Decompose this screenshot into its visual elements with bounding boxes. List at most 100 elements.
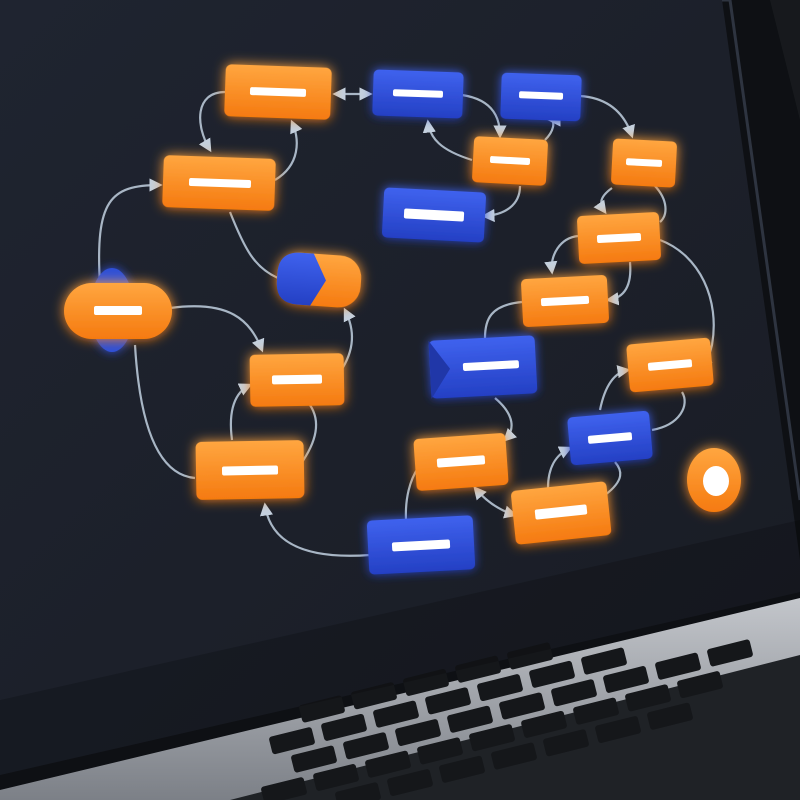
keyboard-keys — [261, 639, 753, 800]
connector — [651, 391, 686, 432]
node-label-bar — [540, 295, 590, 307]
keyboard-key — [677, 671, 723, 699]
keyboard-key — [477, 674, 523, 702]
flow-node — [511, 481, 612, 545]
flow-node — [162, 155, 276, 211]
connector — [228, 211, 279, 280]
connector — [546, 446, 573, 489]
node-label-bar — [403, 208, 465, 222]
node-label-bar — [647, 359, 693, 371]
keyboard-key — [351, 682, 397, 710]
flow-node — [249, 353, 345, 407]
flow-node — [372, 69, 464, 119]
keyboard-key — [521, 710, 567, 738]
flow-node — [224, 64, 332, 120]
connector — [461, 93, 507, 139]
connector — [98, 178, 163, 286]
connector — [494, 397, 518, 442]
keyboard-key — [573, 697, 619, 725]
connector — [198, 90, 226, 153]
keyboard-key — [299, 695, 345, 723]
flow-node — [413, 433, 509, 491]
flow-node — [64, 268, 172, 352]
node-label-bar — [188, 178, 252, 189]
flow-node — [567, 410, 653, 466]
keyboard-key — [291, 745, 337, 773]
connector — [133, 344, 196, 480]
connector — [422, 119, 473, 162]
keyboard-key — [373, 700, 419, 728]
connector — [654, 185, 667, 223]
keyboard-key — [455, 655, 501, 683]
keyboard-key — [395, 719, 441, 746]
connector — [169, 305, 265, 353]
keyboard-key — [261, 777, 307, 800]
keyboard-key — [529, 660, 575, 688]
flow-node — [611, 138, 677, 188]
keyboard-key — [343, 732, 389, 760]
node-label-bar — [271, 374, 323, 385]
connector — [483, 300, 523, 339]
connector — [605, 261, 632, 306]
flow-node — [687, 448, 741, 512]
node-label-bar — [221, 465, 279, 476]
keyboard-key — [417, 737, 463, 765]
keyboard-key — [269, 727, 315, 755]
keyboard-key — [707, 639, 753, 667]
connector — [274, 119, 303, 181]
connector — [544, 234, 579, 275]
keyboard-key — [439, 755, 485, 783]
keyboard-key — [335, 782, 381, 800]
screen-edge-highlight — [722, 0, 800, 501]
flow-node — [626, 337, 714, 393]
node-label-bar — [489, 156, 531, 165]
connector — [299, 404, 317, 466]
flow-node — [428, 335, 538, 399]
keyboard-key — [551, 679, 597, 707]
keyboard-key — [491, 742, 537, 770]
node-label-bar — [625, 158, 663, 167]
node-label-bar — [587, 432, 633, 444]
node-label-bar — [534, 504, 588, 520]
node-blue-half — [276, 252, 326, 306]
node-label-bar — [392, 89, 444, 98]
flow-node — [382, 187, 486, 243]
flow-node — [195, 440, 305, 500]
keyboard-key — [365, 750, 411, 778]
keyboard-key — [595, 716, 641, 743]
connector — [259, 502, 371, 557]
keyboard-key — [603, 666, 649, 693]
screen-bottom-shadow — [0, 520, 800, 775]
connector — [598, 365, 631, 411]
keyboard-key — [625, 684, 671, 712]
node-label-bar — [249, 87, 307, 97]
node-label-bar — [596, 232, 642, 244]
node-corner-notch — [428, 340, 451, 399]
flow-node — [472, 136, 548, 186]
connector — [604, 461, 622, 496]
keyboard-key — [313, 764, 359, 791]
connector — [481, 185, 522, 223]
connector — [229, 383, 253, 441]
connectors — [98, 87, 715, 557]
node-circle-center — [703, 466, 729, 496]
flow-node — [500, 72, 582, 122]
flow-node — [366, 515, 476, 575]
keyboard-key — [425, 687, 471, 715]
keyboard-key — [387, 769, 433, 796]
keyboard-key — [647, 702, 693, 730]
keyboard-key — [403, 669, 449, 696]
node-label-bar — [519, 91, 564, 100]
connector — [473, 485, 518, 519]
flow-node — [276, 252, 362, 308]
keyboard-key — [507, 642, 553, 670]
node-label-bar — [462, 360, 520, 371]
keyboard-key — [447, 705, 493, 733]
connector — [593, 187, 613, 215]
keyboard-key — [655, 652, 701, 680]
node-label-bar — [436, 455, 486, 468]
node-label-bar — [94, 306, 142, 315]
flow-node — [521, 275, 609, 327]
keyboard-key — [499, 692, 545, 720]
